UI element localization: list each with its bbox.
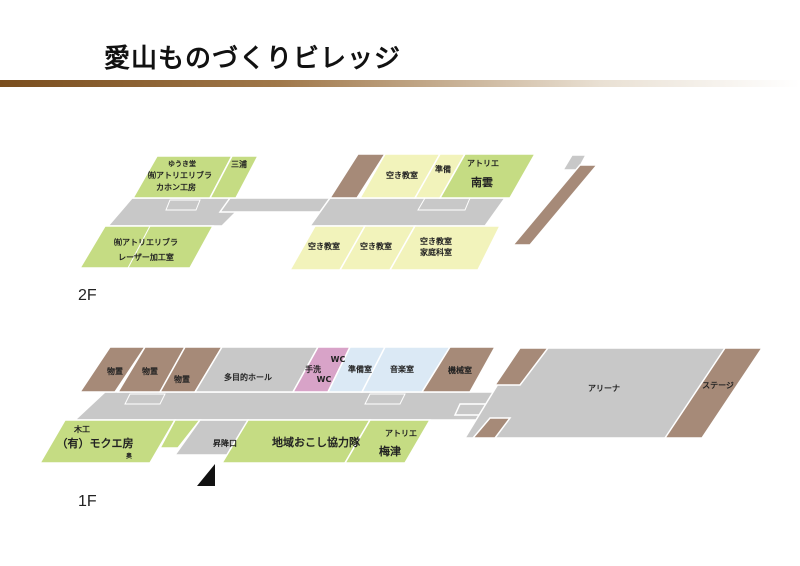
room-label: 音楽室 [390, 364, 414, 374]
stairs-1f-2 [364, 393, 406, 405]
logo-yukido: ゆうき堂 [168, 159, 196, 168]
room-label: 物置 [107, 366, 123, 376]
room-label: 空き教室 [420, 236, 452, 246]
room-machine[interactable] [420, 346, 497, 393]
entrance-arrow-icon [197, 464, 215, 486]
room-label: 手洗 [305, 364, 321, 374]
room-label: 南雲 [471, 175, 493, 189]
room-label: アトリエ [467, 159, 499, 168]
stairs-1f [124, 393, 166, 405]
stage[interactable] [663, 347, 764, 439]
room-label: 空き教室 [360, 241, 392, 251]
room-atelier-umezu[interactable] [343, 419, 432, 464]
room-mokukobo[interactable] [38, 419, 177, 464]
room-label: レーザー加工室 [118, 252, 174, 262]
floor-label-2f: 2F [78, 287, 97, 304]
room-label: 空き教室 [308, 241, 340, 251]
room-label: 準備 [435, 164, 451, 174]
room-label: カホン工房 [156, 182, 196, 192]
room-label: アリーナ [588, 384, 620, 393]
room-atelier-nagumo[interactable] [438, 153, 537, 199]
floor-label-1f: 1F [78, 493, 97, 510]
room-mokukobo-2[interactable] [158, 419, 202, 449]
floor-1f: 物置 物置 物置 多目的ホール 手洗 WC WC 準備室 音楽室 機械室 アリー… [38, 346, 764, 510]
room-label: 地域おこし協力隊 [272, 435, 361, 449]
room-label: 空き教室 [386, 170, 418, 180]
room-label: ステージ [702, 381, 734, 390]
title-underline-bar [0, 80, 800, 87]
room-label: 三浦 [231, 159, 247, 169]
room-label: ㈲アトリエリブラ [148, 170, 212, 180]
annex-2f [511, 164, 599, 246]
floor-2f: ゆうき堂 ㈲アトリエリブラ カホン工房 三浦 ㈲アトリエリブラ レーザー加工室 … [78, 153, 599, 304]
room-label: 奥 [126, 452, 132, 460]
room-atelier-laser[interactable] [78, 225, 215, 269]
stairs-2f-right [417, 197, 471, 211]
page-title: 愛山ものづくりビレッジ [104, 44, 402, 74]
room-label: 家庭科室 [420, 247, 452, 257]
storage-1f-1[interactable] [78, 346, 147, 393]
room-miura[interactable] [208, 155, 260, 199]
room-vacant-home[interactable] [388, 225, 502, 271]
room-label: WC [317, 375, 332, 384]
room-label: 物置 [142, 366, 158, 376]
corridor-1f [73, 391, 502, 421]
stairs-2f-left [165, 199, 201, 211]
room-label: 木工 [73, 424, 90, 434]
room-label: WC [331, 355, 346, 364]
room-label: （有）モクエ房 [57, 436, 134, 450]
arena-storage-2 [493, 347, 550, 386]
room-label: 梅津 [379, 444, 401, 458]
room-label: 多目的ホール [224, 372, 272, 382]
room-label: 昇降口 [213, 438, 237, 448]
room-label: ㈲アトリエリブラ [114, 237, 178, 247]
room-label: アトリエ [385, 429, 417, 438]
bridge-2f [218, 197, 332, 213]
arena-storage [471, 417, 512, 439]
room-label: 物置 [174, 374, 190, 384]
room-label: 準備室 [348, 364, 372, 374]
storage-2f [328, 153, 387, 199]
room-label: 機械室 [448, 365, 472, 375]
corridor-2f-right [308, 197, 507, 227]
